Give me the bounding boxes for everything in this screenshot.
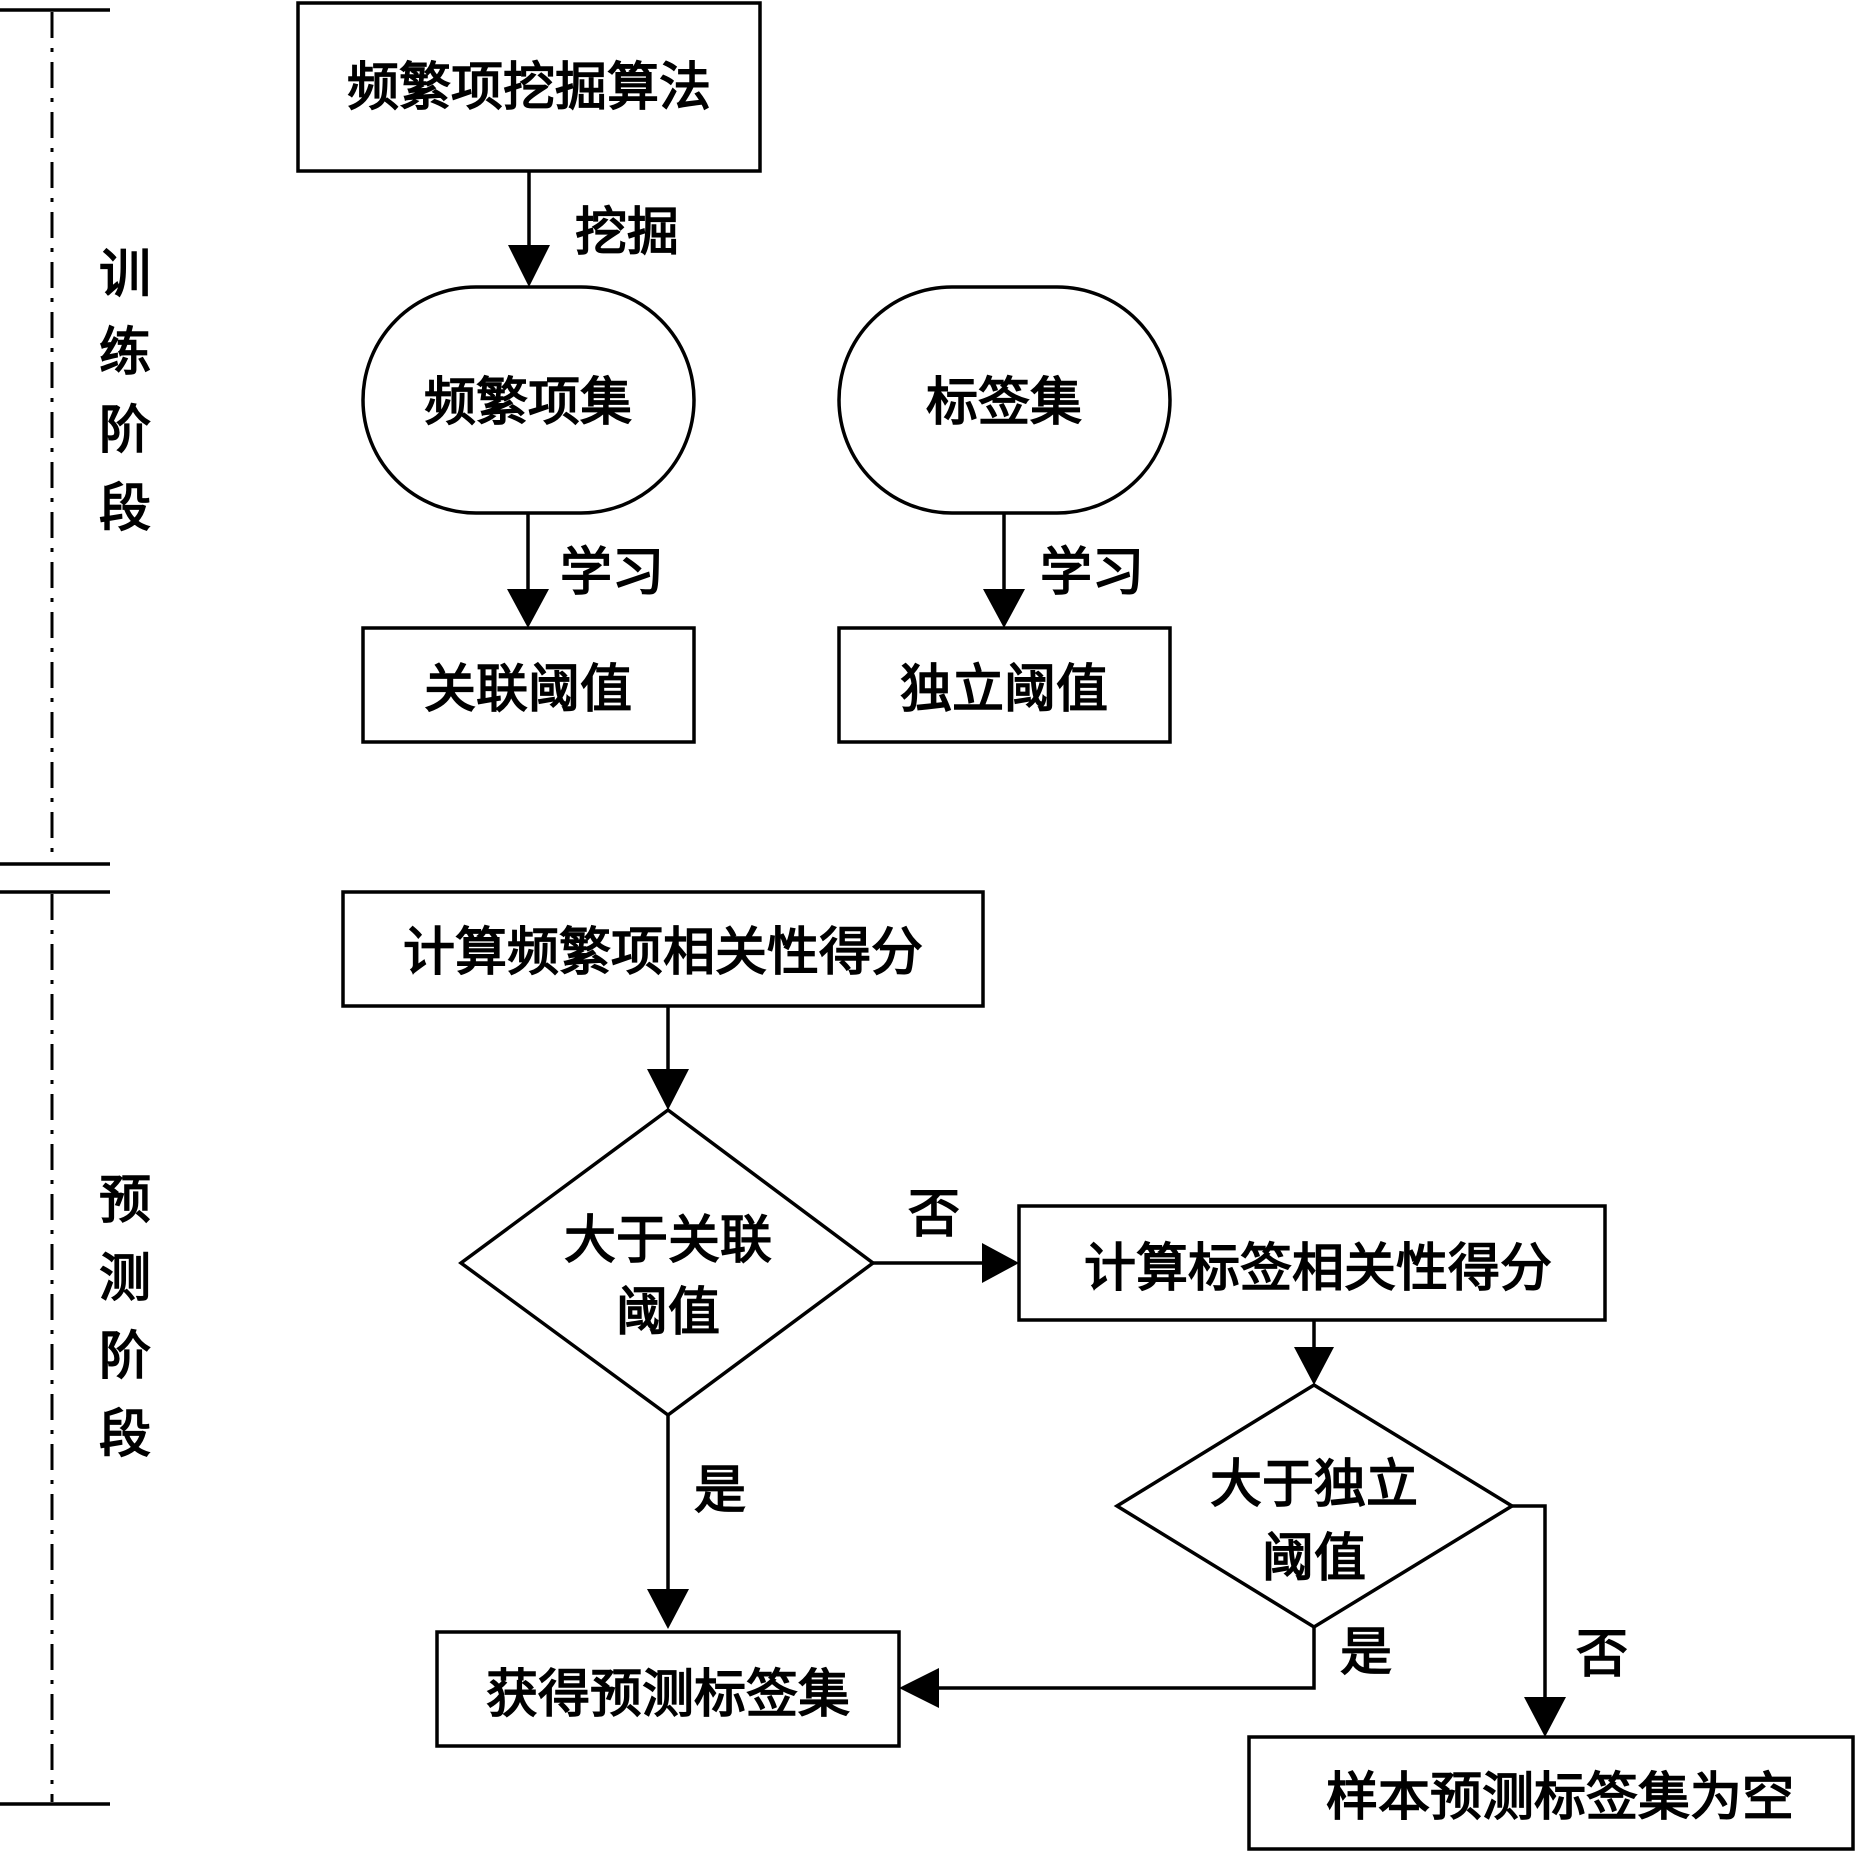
node-compute-label-score: 计算标签相关性得分 <box>1017 1204 1607 1322</box>
phase-prediction-char-2: 测 <box>99 1248 151 1309</box>
node-get-predicted-labels: 获得预测标签集 <box>435 1630 901 1748</box>
phase-training-char-1: 训 <box>99 244 151 305</box>
edge-yes-independent: 是 <box>899 1622 1392 1708</box>
edge-yes-association: 是 <box>647 1415 746 1629</box>
edge-no-association: 否 <box>873 1184 1019 1283</box>
node-decision-independent-line2: 阈值 <box>1262 1528 1366 1589</box>
edge-learn-right-label: 学习 <box>1040 542 1144 603</box>
node-empty-label-set-label: 样本预测标签集为空 <box>1326 1767 1794 1828</box>
phase-prediction-char-3: 阶 <box>99 1326 151 1387</box>
node-empty-label-set: 样本预测标签集为空 <box>1247 1735 1855 1851</box>
node-decision-association-line1: 大于关联 <box>564 1210 772 1271</box>
edge-label-score-to-decision <box>1294 1320 1334 1385</box>
phase-training-char-2: 练 <box>99 322 151 383</box>
node-decision-association-line2: 阈值 <box>616 1282 720 1343</box>
edge-score-to-decision <box>647 1006 689 1110</box>
edge-learn-left: 学习 <box>507 513 664 628</box>
edge-yes-independent-label: 是 <box>1340 1622 1392 1683</box>
edge-learn-left-label: 学习 <box>560 542 664 603</box>
edge-mine-label: 挖掘 <box>575 202 679 263</box>
node-label-set: 标签集 <box>837 285 1172 515</box>
node-frequent-itemsets: 频繁项集 <box>361 285 696 515</box>
edge-no-association-label: 否 <box>908 1184 960 1245</box>
edge-learn-right: 学习 <box>983 513 1144 628</box>
node-get-predicted-labels-label: 获得预测标签集 <box>486 1664 850 1725</box>
node-compute-itemset-score: 计算频繁项相关性得分 <box>341 890 985 1008</box>
node-mining-algorithm-label: 频繁项挖掘算法 <box>347 57 711 118</box>
phase-prediction-char-4: 段 <box>99 1404 151 1465</box>
edge-no-independent: 否 <box>1512 1504 1628 1737</box>
edge-mine: 挖掘 <box>508 171 679 287</box>
node-compute-label-score-label: 计算标签相关性得分 <box>1084 1238 1552 1299</box>
node-frequent-itemsets-label: 频繁项集 <box>424 372 632 433</box>
node-association-threshold: 关联阈值 <box>361 626 696 744</box>
edge-no-independent-label: 否 <box>1576 1624 1628 1685</box>
node-decision-independent: 大于独立 阈值 <box>1113 1382 1516 1630</box>
node-independent-threshold: 独立阈值 <box>837 626 1172 744</box>
node-independent-threshold-label: 独立阈值 <box>900 659 1108 720</box>
node-decision-association: 大于关联 阈值 <box>458 1107 876 1418</box>
node-association-threshold-label: 关联阈值 <box>424 659 632 720</box>
phase-timeline: 训 练 阶 段 预 测 阶 段 <box>0 8 151 1806</box>
edge-yes-association-label: 是 <box>694 1460 746 1521</box>
node-decision-independent-line1: 大于独立 <box>1210 1454 1418 1515</box>
phase-training-char-3: 阶 <box>99 400 151 461</box>
phase-training-char-4: 段 <box>99 478 151 539</box>
node-compute-itemset-score-label: 计算频繁项相关性得分 <box>403 922 923 983</box>
node-label-set-label: 标签集 <box>926 372 1082 433</box>
node-mining-algorithm: 频繁项挖掘算法 <box>296 1 762 173</box>
phase-prediction-char-1: 预 <box>99 1170 151 1231</box>
